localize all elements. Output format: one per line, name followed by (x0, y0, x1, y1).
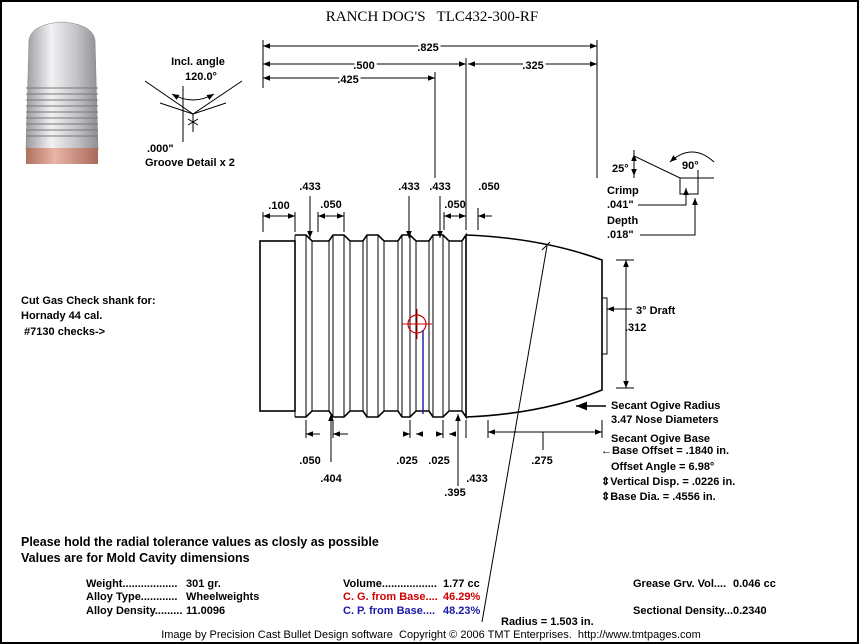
ogive-offset-angle: Offset Angle = 6.98° (611, 461, 714, 473)
gas-check-note: Cut Gas Check shank for: Hornady 44 cal.… (21, 295, 155, 338)
note-line-3: #7130 checks-> (21, 326, 105, 338)
cg-value: 46.29% (443, 591, 481, 603)
dim-groove-dia-3: .433 (429, 181, 450, 193)
dim-bottom-275: .275 (531, 455, 552, 467)
incl-angle-value: 120.0° (185, 71, 217, 83)
ogive-base-offset: ←Base Offset = .1840 in. (601, 445, 729, 457)
meplat-dimension: .312 3° Draft (607, 259, 676, 389)
ogive-nose-diameters: 3.47 Nose Diameters (611, 414, 719, 426)
dim-nose: .325 (522, 60, 543, 72)
dim-to-last-groove: .425 (337, 74, 358, 86)
crimp-detail: 25° 90° Crimp .041" Depth .018" (607, 150, 715, 241)
crimp-depth-value: .018" (607, 229, 634, 241)
alloy-type-value: Wheelweights (186, 591, 259, 603)
cg-label: C. G. from Base.... (343, 591, 438, 603)
groove-detail: Incl. angle 120.0° .000" Groove Detail x… (144, 56, 243, 169)
dim-bottom-395: .395 (444, 487, 465, 499)
tolerance-note: Please hold the radial tolerance values … (21, 535, 379, 549)
cavity-note: Values are for Mold Cavity dimensions (21, 551, 250, 565)
volume-label: Volume.................. (343, 578, 437, 590)
alloy-type-label: Alloy Type............ (86, 591, 177, 603)
volume-value: 1.77 cc (443, 578, 480, 590)
dim-first-band: .100 (268, 200, 289, 212)
drawing-title: RANCH DOG'S TLC432-300-RF (326, 9, 538, 25)
dim-bottom-404: .404 (320, 473, 342, 485)
grease-value: 0.046 cc (733, 578, 776, 590)
cp-label: C. P. from Base.... (343, 605, 435, 617)
crimp-angle-25: 25° (612, 163, 629, 175)
ogive-radius-label: Secant Ogive Radius (611, 400, 720, 412)
bullet-thumbnail (25, 21, 99, 164)
dim-top-050-b: .050 (478, 181, 499, 193)
dim-overall: .825 (417, 42, 438, 54)
crimp-value: .041" (607, 199, 634, 211)
dim-bottom-025-b: .025 (428, 455, 449, 467)
dim-meplat: .312 (625, 322, 646, 334)
dim-draft: 3° Draft (636, 305, 676, 317)
copyright-footer: Image by Precision Cast Bullet Design so… (161, 629, 701, 641)
dim-groove-dia-1: .433 (299, 181, 320, 193)
top-dimensions: .825 .500 .325 .425 .100 .433 .050 .433 … (262, 40, 598, 238)
dim-top-050-a: .050 (444, 199, 465, 211)
ogive-base-dia: ⇕Base Dia. = .4556 in. (601, 491, 716, 503)
weight-label: Weight.................. (86, 578, 177, 590)
groove-caption: Groove Detail x 2 (145, 157, 235, 169)
dim-bottom-050: .050 (299, 455, 320, 467)
crimp-depth-label: Depth (607, 215, 638, 227)
weight-value: 301 gr. (186, 578, 221, 590)
crimp-angle-90: 90° (682, 160, 699, 172)
cp-value: 48.23% (443, 605, 481, 617)
dim-bottom-025-a: .025 (396, 455, 417, 467)
ogive-radius: Radius = 1.503 in. (501, 616, 594, 628)
dim-to-ogive: .500 (353, 60, 374, 72)
incl-angle-label: Incl. angle (171, 56, 225, 68)
bottom-dimensions: .050 .404 .025 .025 .395 .433 .275 (299, 414, 603, 499)
dim-groove-dia-2: .433 (398, 181, 419, 193)
dim-bottom-433: .433 (466, 473, 487, 485)
specs-table: Weight.................. 301 gr. Alloy T… (86, 578, 776, 617)
grease-label: Grease Grv. Vol.... (633, 578, 726, 590)
ogive-vertical-disp: ⇕Vertical Disp. = .0226 in. (601, 476, 735, 488)
note-line-2: Hornady 44 cal. (21, 310, 102, 322)
note-line-1: Cut Gas Check shank for: (21, 295, 155, 307)
sd-label: Sectional Density... (633, 605, 733, 617)
bullet-profile (259, 232, 608, 623)
sd-value: 0.2340 (733, 605, 767, 617)
ogive-info: Secant Ogive Radius 3.47 Nose Diameters … (501, 400, 735, 628)
alloy-density-label: Alloy Density......... (86, 605, 182, 617)
dim-band-width: .050 (320, 199, 341, 211)
ogive-base-label: Secant Ogive Base (611, 433, 710, 445)
alloy-density-value: 11.0096 (186, 605, 225, 617)
crimp-label: Crimp (607, 185, 639, 197)
groove-depth: .000" (147, 143, 174, 155)
